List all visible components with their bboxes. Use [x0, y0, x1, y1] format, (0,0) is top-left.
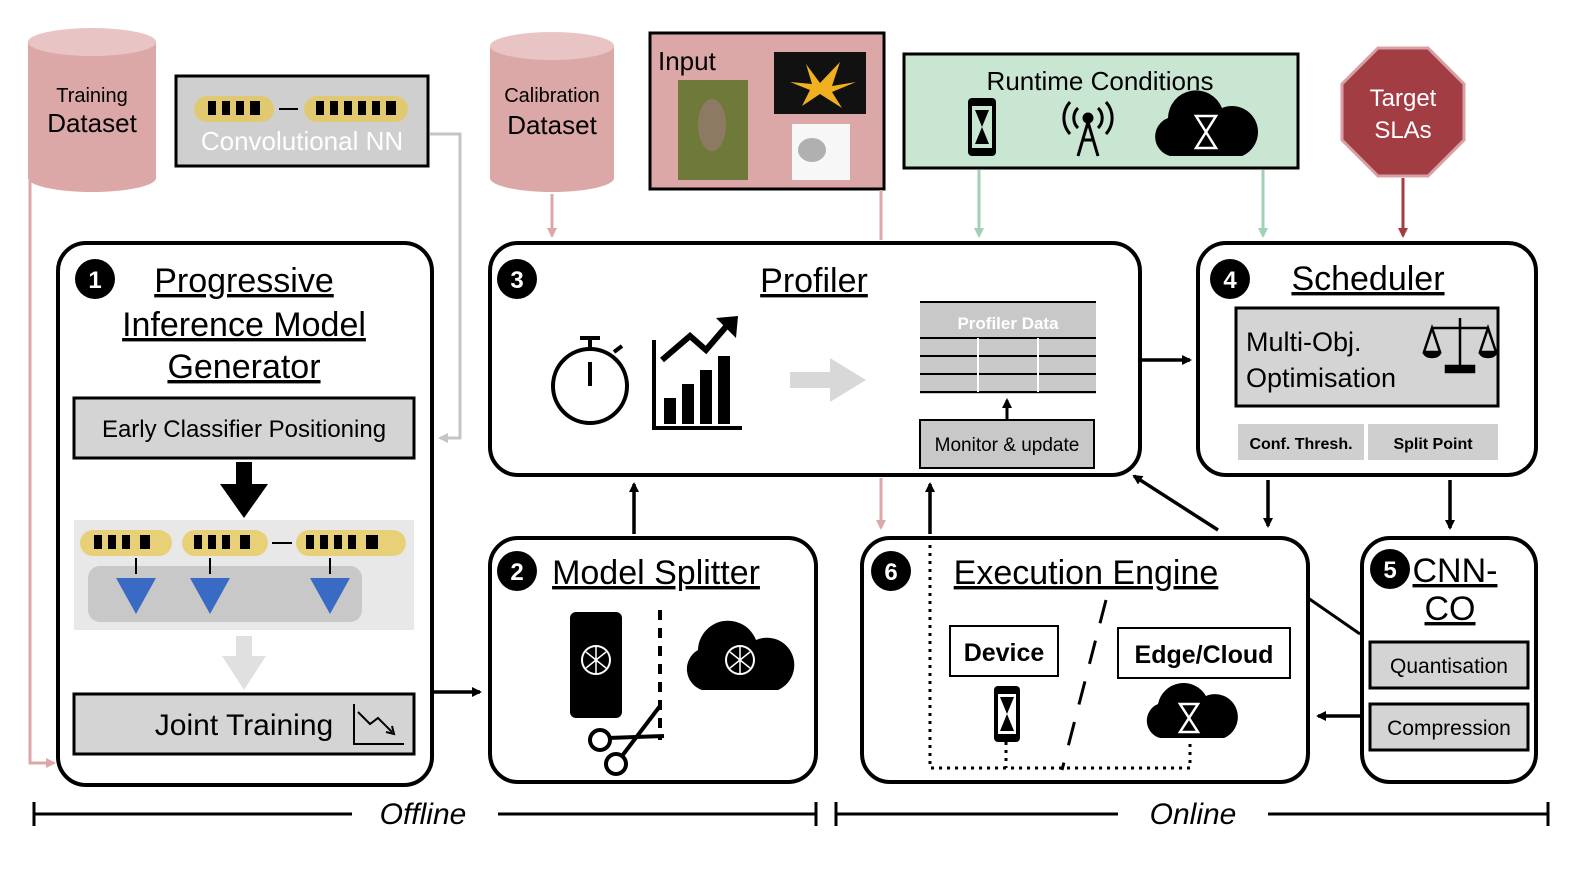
optimisation-line1: Multi-Obj.	[1246, 327, 1362, 357]
optimisation-line2: Optimisation	[1246, 363, 1396, 393]
scales-icon	[1422, 318, 1498, 374]
profiler-title: Profiler	[760, 262, 868, 300]
training-dataset-label-big: Dataset	[47, 108, 137, 138]
training-dataset-label-small: Training	[56, 85, 128, 107]
device-label: Device	[964, 639, 1045, 667]
early-exit-funnel-icon	[116, 558, 350, 614]
cnnco-title-line2: CO	[1425, 590, 1476, 628]
scissors-icon	[588, 704, 665, 776]
phone-hourglass-icon	[968, 98, 996, 156]
device-box	[949, 625, 1059, 677]
online-label: Online	[1150, 798, 1237, 831]
split-point-box	[1368, 424, 1498, 460]
generator-title-line3: Generator	[167, 348, 320, 386]
offline-phase	[32, 802, 818, 826]
edge-cloud-icon	[1146, 683, 1238, 738]
cnn-box: Convolutional NN	[174, 74, 430, 168]
target-line1: Target	[1370, 85, 1437, 112]
optimisation-box	[1234, 306, 1500, 408]
calibration-dataset: Calibration Dataset	[490, 32, 614, 192]
compression-box	[1368, 702, 1530, 752]
scheduler-number-badge: 4	[1223, 267, 1237, 294]
joint-training-label: Joint Training	[155, 709, 333, 742]
profiler-number-badge: 3	[510, 267, 523, 294]
calibration-dataset-label-small: Calibration	[504, 85, 600, 107]
engine-title: Execution Engine	[954, 554, 1219, 592]
loss-chart-icon	[353, 704, 404, 745]
cloud-network-icon	[686, 620, 795, 690]
engine-dotted-path	[928, 545, 1192, 770]
cloud-hourglass-icon	[1155, 90, 1258, 156]
calibration-dataset-label-big: Dataset	[507, 110, 597, 140]
target-slas-sign: Target SLAs	[1340, 46, 1466, 178]
joint-training-box	[72, 692, 416, 756]
cnnco-number-badge: 5	[1383, 557, 1396, 584]
compression-label: Compression	[1387, 717, 1511, 740]
runtime-conditions-label: Runtime Conditions	[987, 66, 1214, 96]
monitor-update-label: Monitor & update	[935, 435, 1080, 456]
early-classifier-label: Early Classifier Positioning	[102, 416, 386, 443]
quantisation-label: Quantisation	[1390, 655, 1508, 678]
runtime-conditions-box: Runtime Conditions	[902, 52, 1300, 170]
input-label: Input	[658, 46, 717, 76]
input-box: Input	[648, 31, 886, 191]
offline-label: Offline	[380, 798, 467, 831]
stopwatch-icon	[551, 336, 629, 425]
generator-title-line2: Inference Model	[122, 306, 366, 344]
training-dataset: Training Dataset	[28, 28, 156, 192]
early-classifier-box	[72, 396, 416, 460]
generator-title-line1: Progressive	[154, 262, 334, 300]
conf-thresh-box	[1238, 424, 1364, 460]
splitter-number-badge: 2	[510, 559, 523, 586]
phone-network-icon	[570, 612, 622, 718]
device-phone-icon	[994, 686, 1020, 742]
scheduler-panel: 4 Scheduler Multi-Obj. Optimisation Conf…	[1196, 241, 1538, 477]
generator-number-badge: 1	[88, 267, 101, 294]
scheduler-title: Scheduler	[1291, 260, 1444, 298]
splitter-panel: 2 Model Splitter	[488, 536, 818, 784]
generator-panel: 1 Progressive Inference Model Generator …	[56, 241, 434, 787]
split-point-label: Split Point	[1393, 436, 1473, 453]
growth-chart-icon	[652, 316, 742, 430]
engine-number-badge: 6	[884, 559, 897, 586]
profiler-gray-arrow	[790, 358, 866, 402]
quantisation-box	[1368, 640, 1530, 690]
monitor-update-box	[919, 419, 1095, 469]
down-arrow-icon	[220, 462, 268, 518]
engine-feedback-arrow	[1132, 474, 1219, 532]
gray-down-arrow-icon	[222, 636, 266, 690]
cnn-to-generator-arrow	[430, 132, 462, 443]
target-line2: SLAs	[1374, 117, 1431, 144]
training-data-arrow	[28, 180, 56, 768]
edge-cloud-label: Edge/Cloud	[1135, 641, 1274, 669]
conf-thresh-label: Conf. Thresh.	[1249, 436, 1352, 453]
edge-cloud-box	[1117, 627, 1291, 679]
cnn-layers-icon	[194, 96, 274, 122]
profiler-data-header: Profiler Data	[957, 314, 1059, 333]
engine-cnnco-link	[1307, 596, 1361, 636]
cnnco-title-line1: CNN-	[1413, 552, 1498, 590]
splitter-title: Model Splitter	[552, 554, 760, 592]
online-phase	[834, 802, 1550, 826]
engine-panel: 6 Execution Engine Device Edge/Cloud	[860, 536, 1310, 784]
cnnco-panel: 5 CNN- CO Quantisation Compression	[1360, 536, 1538, 784]
device-edge-divider	[1060, 599, 1108, 771]
profiler-panel: 3 Profiler Profiler	[488, 241, 1142, 477]
cnn-label: Convolutional NN	[201, 126, 403, 156]
profiler-data-table: Profiler Data	[920, 301, 1096, 394]
antenna-icon	[1062, 101, 1114, 157]
